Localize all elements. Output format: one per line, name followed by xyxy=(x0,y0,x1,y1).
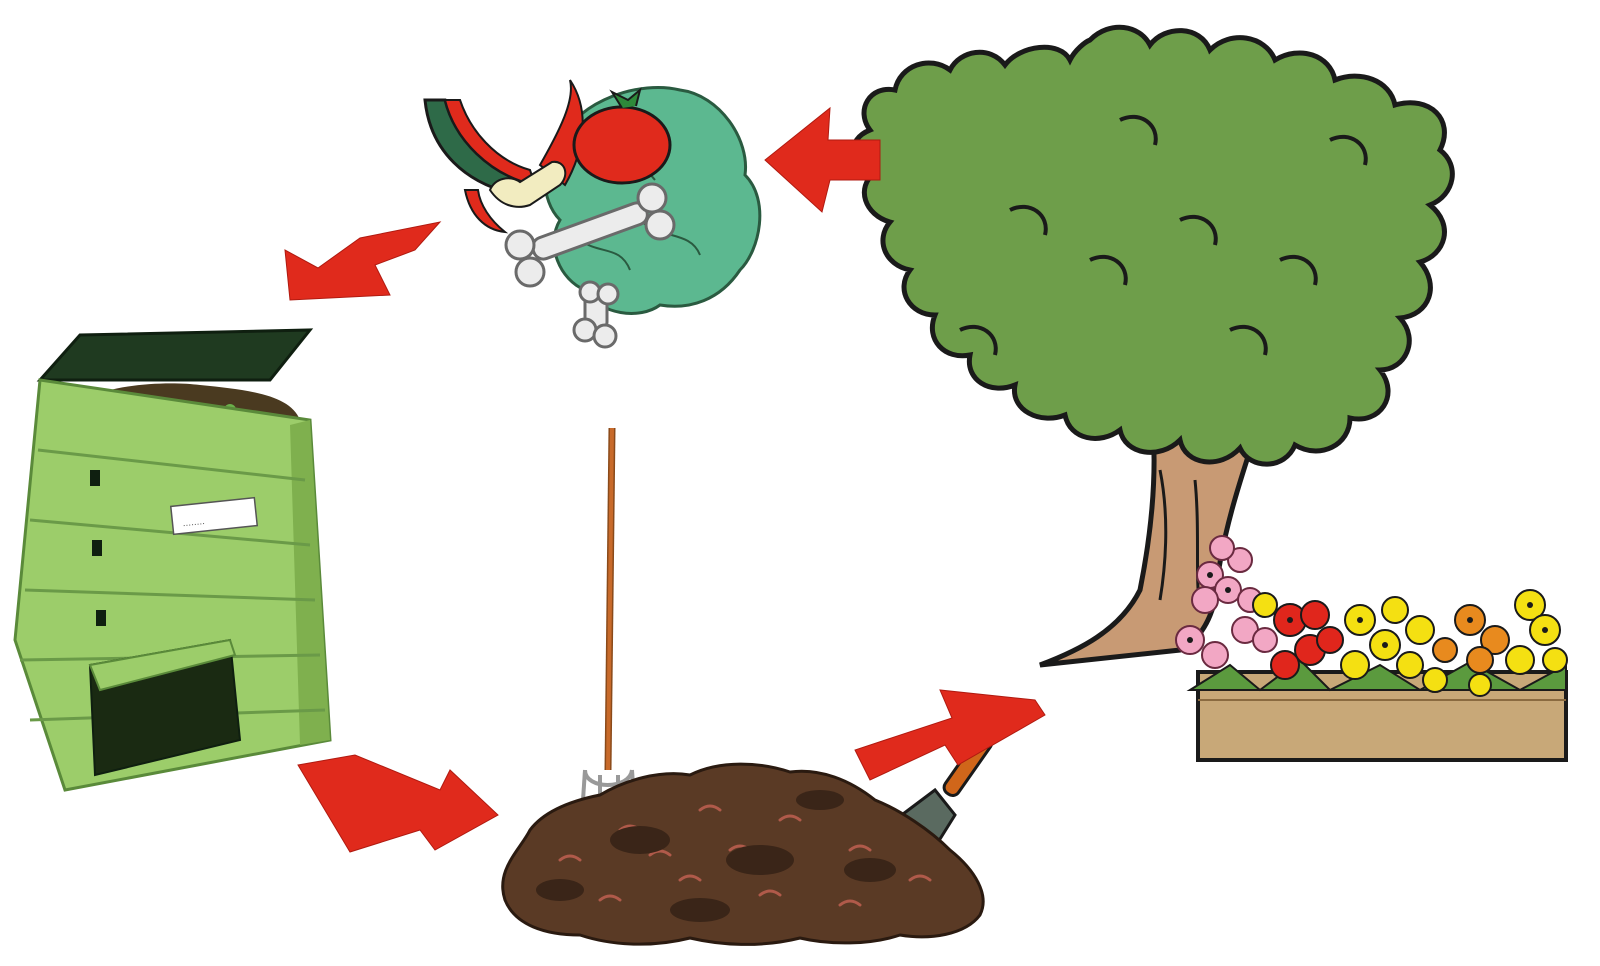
flower-planter-icon xyxy=(1176,536,1567,760)
arrow-pile-to-tree xyxy=(855,690,1045,780)
tomato xyxy=(574,107,670,183)
arrow-scraps-to-bin xyxy=(285,222,440,300)
tree-icon xyxy=(854,27,1453,665)
compost-pile-icon xyxy=(503,428,995,944)
food-scraps-icon xyxy=(425,80,760,347)
bin-label-text: ........ xyxy=(182,516,205,529)
bin-lid xyxy=(40,330,310,380)
compost-bin-icon: ........ xyxy=(15,330,330,790)
small-bone xyxy=(574,282,618,347)
pitchfork xyxy=(583,428,634,805)
arrow-bin-to-pile xyxy=(298,755,498,852)
tree-foliage xyxy=(854,27,1453,464)
